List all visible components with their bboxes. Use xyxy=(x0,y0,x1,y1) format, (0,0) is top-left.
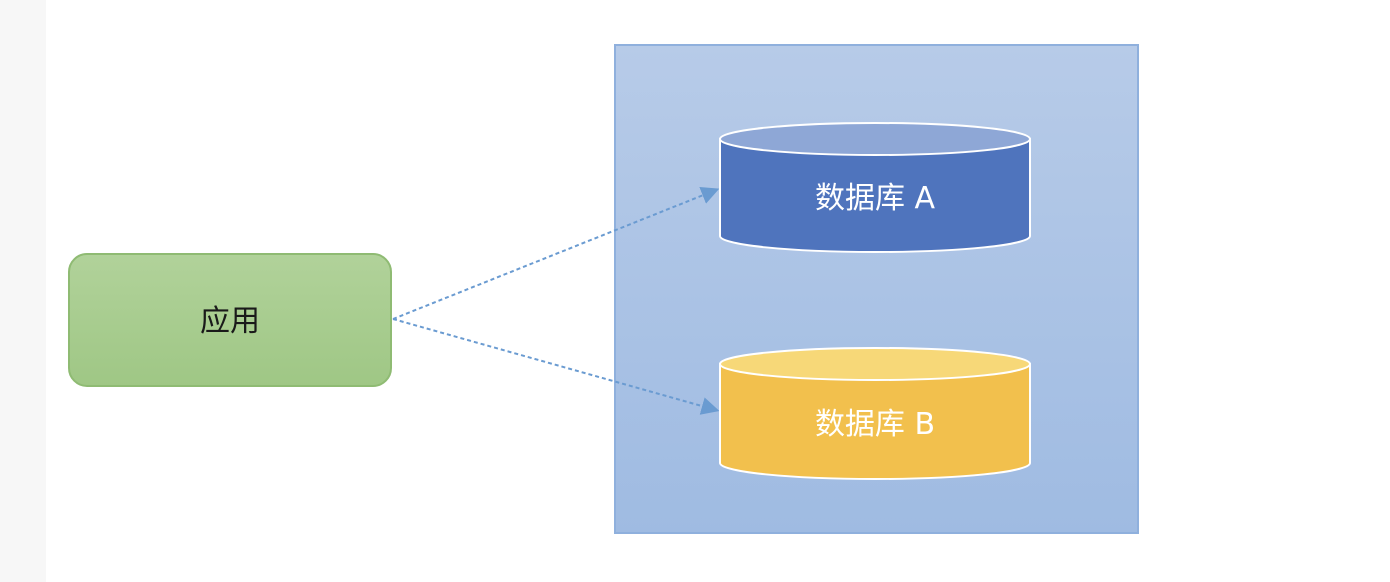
left-margin-strip xyxy=(0,0,46,582)
database-b-cylinder[interactable]: 数据库 B xyxy=(719,347,1031,480)
database-b-label: 数据库 B xyxy=(815,407,935,442)
database-b-body xyxy=(719,363,1031,480)
database-a-top xyxy=(719,122,1031,156)
app-node-label: 应用 xyxy=(200,304,260,339)
database-b-top xyxy=(719,347,1031,381)
app-node-box xyxy=(68,253,392,387)
app-node[interactable]: 应用 xyxy=(68,253,392,387)
database-a-cylinder[interactable]: 数据库 A xyxy=(719,122,1031,253)
database-a-label: 数据库 A xyxy=(815,181,936,216)
database-a-body xyxy=(719,138,1031,253)
arrow-to-db-a xyxy=(392,186,720,320)
